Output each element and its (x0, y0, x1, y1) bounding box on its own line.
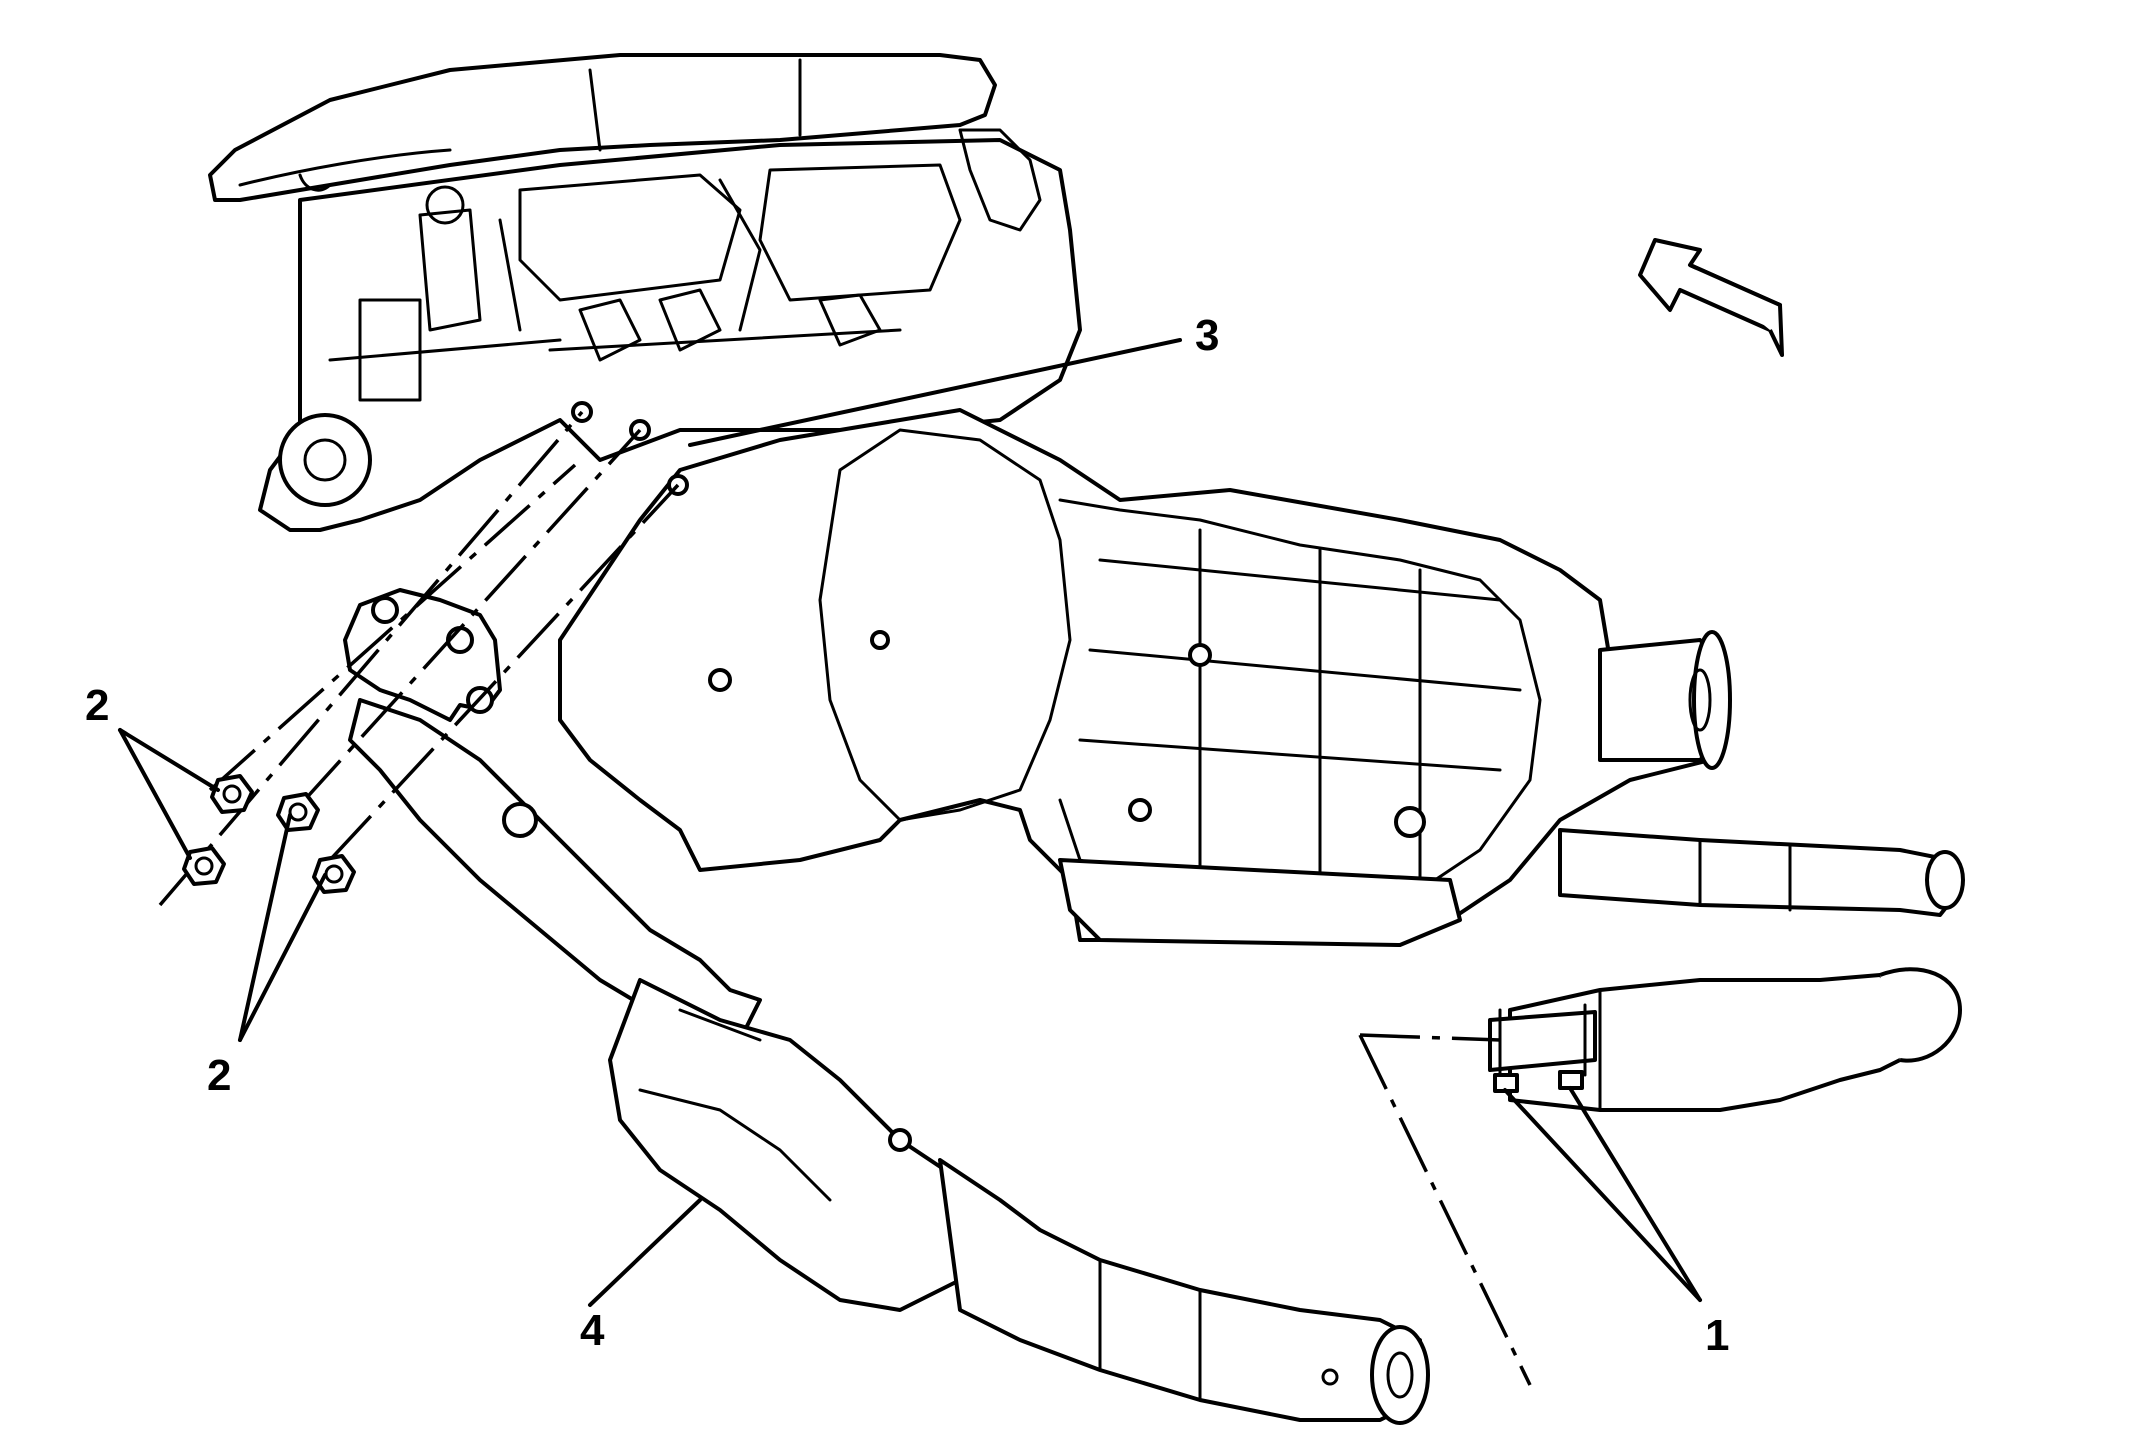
transmission-assembly (558, 408, 1732, 947)
callout-1: 1 (1705, 1311, 1729, 1360)
nut-upper-left (210, 774, 254, 814)
exhaust-nuts (182, 774, 356, 894)
upper-exhaust-pipe (1558, 828, 1965, 917)
engine-assembly (208, 53, 1082, 532)
leader-lines (118, 338, 1702, 1307)
callout-3: 3 (1195, 311, 1219, 360)
assembly-guide-lines (158, 410, 1532, 1386)
callout-2-upper: 2 (85, 681, 109, 730)
nut-lower-right (312, 854, 356, 894)
catalytic-converter-pipe (343, 588, 1430, 1425)
nut-lower-left (182, 846, 226, 886)
nut-middle (276, 792, 320, 832)
callout-labels: 1 2 2 3 4 (85, 311, 1729, 1360)
callout-4: 4 (580, 1306, 605, 1355)
rear-exhaust-pipe (1488, 967, 1962, 1112)
callout-2-lower: 2 (207, 1051, 231, 1100)
forward-direction-arrow (1638, 238, 1784, 357)
